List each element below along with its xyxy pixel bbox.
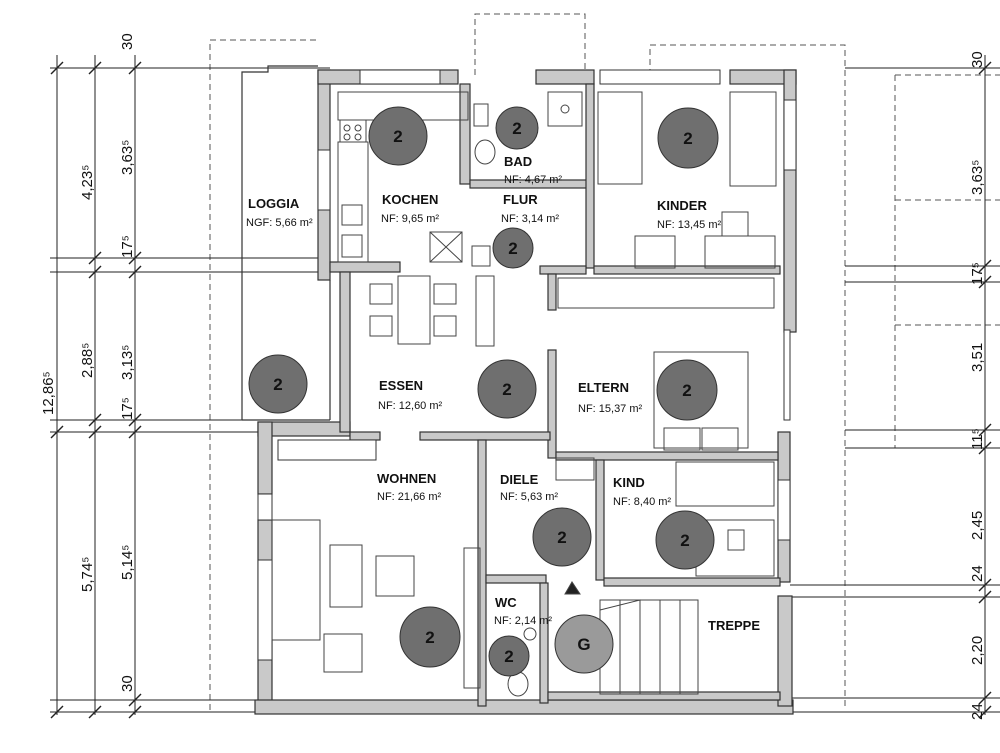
room-name-kinder: KINDER — [657, 198, 707, 213]
room-area-wohnen: NF: 21,66 m² — [377, 491, 442, 503]
dim-left-7: 17⁵ — [119, 397, 136, 420]
dim-left-5: 3,13⁵ — [119, 345, 136, 380]
badge-text: 2 — [273, 375, 282, 394]
room-badge: 2 — [532, 507, 592, 567]
room-area-kochen: NF: 9,65 m² — [381, 213, 439, 225]
badge-text: 2 — [683, 129, 692, 148]
dim-left-9: 5,14⁵ — [119, 545, 136, 580]
stair-badge-text: G — [577, 635, 590, 654]
room-badge: 2 — [488, 635, 530, 677]
walls — [254, 69, 797, 715]
dim-right-7: 24 — [969, 565, 986, 582]
dimension-ticks-right — [978, 61, 992, 719]
room-area-bad: NF: 4,67 m² — [504, 174, 562, 186]
room-name-kind: KIND — [613, 475, 645, 490]
badge-text: 2 — [508, 239, 517, 258]
room-area-eltern: NF: 15,37 m² — [578, 403, 643, 415]
room-badge: 2 — [656, 359, 718, 421]
dim-right-3: 17⁵ — [969, 262, 986, 285]
stair-badge: G — [554, 614, 614, 674]
dim-right-9: 24 — [969, 703, 986, 720]
badge-text: 2 — [425, 628, 434, 647]
dim-right-2: 3,63⁵ — [969, 160, 986, 195]
dim-right-1: 30 — [969, 51, 986, 68]
badge-text: 2 — [512, 119, 521, 138]
dim-right-8: 2,20 — [969, 636, 986, 665]
loggia-outline — [241, 65, 331, 421]
room-badge: 2 — [399, 606, 461, 668]
badge-text: 2 — [682, 381, 691, 400]
room-badge: 2 — [655, 510, 715, 570]
room-badge: 2 — [657, 107, 719, 169]
room-area-kind: NF: 8,40 m² — [613, 496, 671, 508]
room-name-eltern: ELTERN — [578, 380, 629, 395]
dim-right-6: 2,45 — [969, 511, 986, 540]
room-name-wohnen: WOHNEN — [377, 471, 436, 486]
room-area-diele: NF: 5,63 m² — [500, 491, 558, 503]
room-area-essen: NF: 12,60 m² — [378, 400, 443, 412]
dim-left-6: 2,88⁵ — [79, 343, 96, 378]
badge-text: 2 — [393, 127, 402, 146]
dim-left-10: 5,74⁵ — [79, 557, 96, 592]
dimension-chain-right — [790, 55, 1000, 715]
room-badge: 2 — [248, 354, 308, 414]
room-area-kinder: NF: 13,45 m² — [657, 219, 722, 231]
room-name-loggia: LOGGIA — [248, 196, 300, 211]
dimension-labels-right: 30 3,63⁵ 17⁵ 3,51 11⁵ 2,45 24 2,20 24 — [969, 51, 986, 720]
dim-left-2: 3,63⁵ — [119, 140, 136, 175]
badge-text: 2 — [680, 531, 689, 550]
room-name-flur: FLUR — [503, 192, 538, 207]
room-name-bad: BAD — [504, 154, 532, 169]
room-badge: 2 — [368, 106, 428, 166]
room-name-treppe: TREPPE — [708, 618, 760, 633]
dim-left-3: 4,23⁵ — [79, 165, 96, 200]
dim-right-5: 11⁵ — [969, 428, 986, 450]
dim-left-1: 30 — [119, 33, 136, 50]
room-labels: LOGGIA NGF: 5,66 m² KOCHEN NF: 9,65 m² B… — [246, 154, 760, 633]
dim-left-11: 30 — [119, 675, 136, 692]
room-name-wc: WC — [495, 595, 517, 610]
room-badge: 2 — [495, 106, 539, 150]
room-name-kochen: KOCHEN — [382, 192, 438, 207]
dim-right-4: 3,51 — [969, 343, 986, 372]
room-badges: 2 2 2 2 2 2 2 2 2 2 2 G — [248, 106, 719, 677]
room-name-diele: DIELE — [500, 472, 539, 487]
room-area-loggia: NGF: 5,66 m² — [246, 217, 313, 229]
room-area-wc: NF: 2,14 m² — [494, 615, 552, 627]
room-name-essen: ESSEN — [379, 378, 423, 393]
dim-left-8: 12,86⁵ — [40, 371, 57, 415]
room-badge: 2 — [477, 359, 537, 419]
badge-text: 2 — [557, 528, 566, 547]
badge-text: 2 — [502, 380, 511, 399]
room-area-flur: NF: 3,14 m² — [501, 213, 559, 225]
dimension-ticks-left — [50, 61, 142, 719]
windows — [257, 69, 797, 661]
dim-left-4: 17⁵ — [119, 235, 136, 258]
dimension-labels-left: 30 3,63⁵ 4,23⁵ 17⁵ 3,13⁵ 2,88⁵ 17⁵ 12,86… — [40, 33, 136, 692]
room-badge: 2 — [492, 227, 534, 269]
badge-text: 2 — [504, 647, 513, 666]
